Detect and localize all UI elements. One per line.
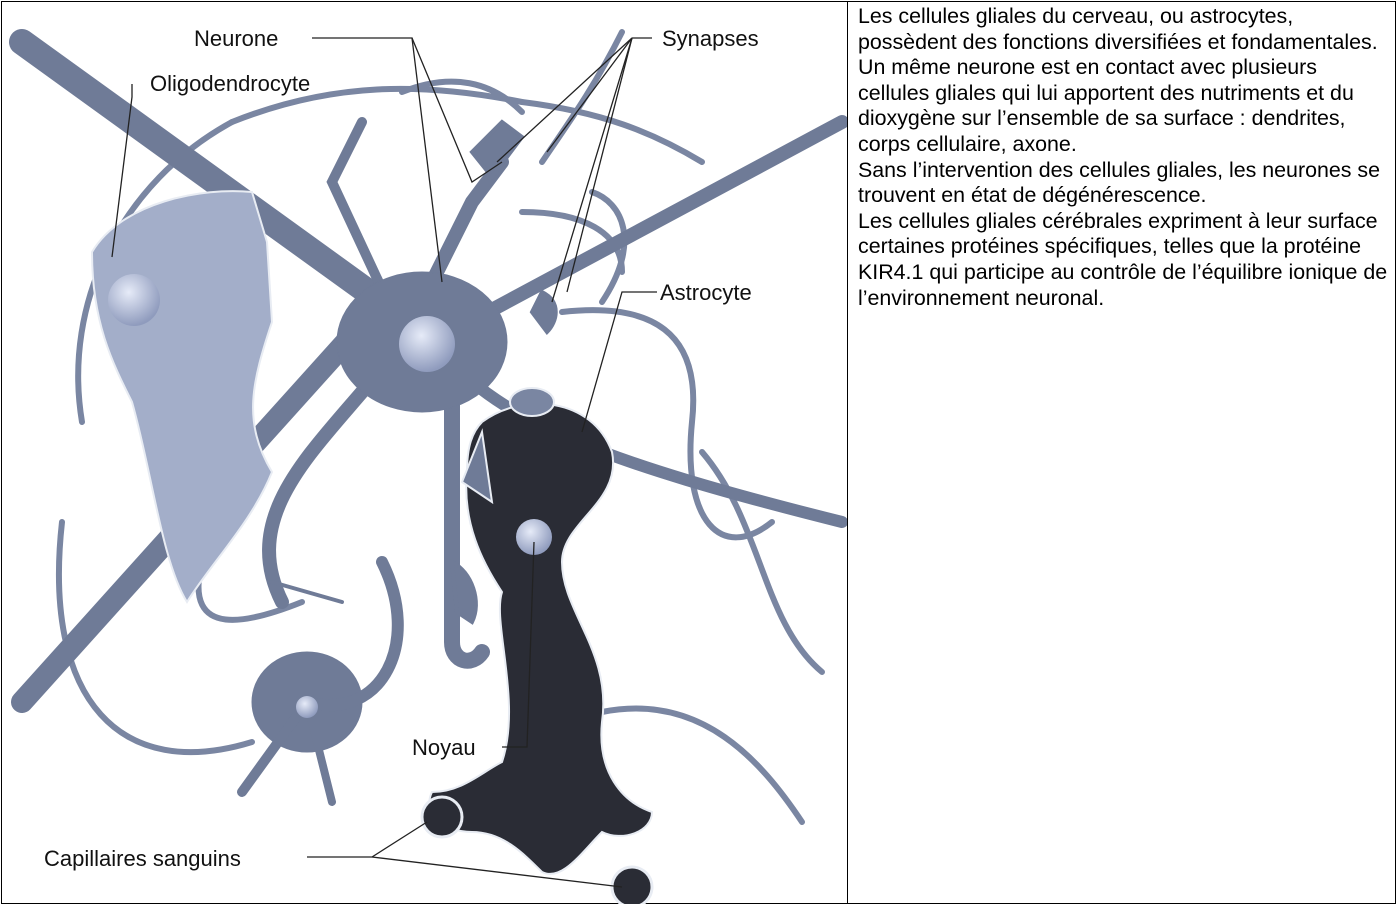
glial-cells-diagram: Neurone Synapses Oligodendrocyte Astrocy… [2, 2, 847, 904]
oligodendrocyte-cell [92, 191, 272, 602]
secondary-neuron [242, 562, 398, 802]
paragraph-degenerescence: Sans l’intervention des cellules gliales… [858, 158, 1393, 209]
paragraph-kir41: Les cellules gliales cérébrales exprimen… [858, 209, 1393, 311]
paragraph-astrocytes: Les cellules gliales du cerveau, ou astr… [858, 4, 1393, 158]
description-text: Les cellules gliales du cerveau, ou astr… [858, 4, 1393, 311]
label-oligodendrocyte: Oligodendrocyte [150, 71, 310, 96]
oligodendrocyte-nucleus [108, 274, 160, 326]
secondary-nucleus [296, 696, 318, 718]
label-astrocyte: Astrocyte [660, 280, 752, 305]
label-synapses: Synapses [662, 26, 759, 51]
label-capillaires: Capillaires sanguins [44, 846, 241, 871]
neuron-nucleus [399, 316, 455, 372]
label-neurone: Neurone [194, 26, 278, 51]
column-divider [847, 1, 848, 904]
diagram-cell: Neurone Synapses Oligodendrocyte Astrocy… [2, 2, 847, 904]
label-noyau: Noyau [412, 735, 476, 760]
